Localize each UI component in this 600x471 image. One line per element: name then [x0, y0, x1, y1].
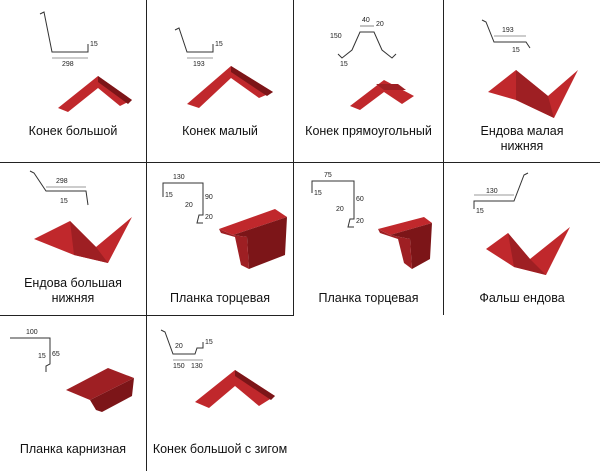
- dim-label: 15: [90, 41, 98, 48]
- dim-label: 15: [165, 192, 173, 199]
- product-render: [219, 209, 287, 235]
- dim-label: 15: [205, 339, 213, 346]
- profile-drawing: 15 298: [39, 11, 132, 112]
- dim-label: 150: [173, 363, 185, 370]
- product-render: [195, 370, 275, 408]
- profile-drawing: 15 193: [174, 27, 273, 108]
- grid-line: [146, 315, 147, 471]
- profile-drawing: 40 20 150 15: [330, 17, 414, 110]
- product-caption: Ендова малая нижняя: [444, 124, 600, 154]
- cell-falsh-endova: 130 15 Фальш ендова: [444, 163, 600, 315]
- dim-label: 130: [191, 363, 203, 370]
- cell-konek-bolshoy-s-zigom: 20 15 150 130 Конек большой с зигом: [147, 316, 293, 471]
- dim-label: 15: [215, 41, 223, 48]
- cell-endova-bolshaya: 298 15 Ендова большая нижняя: [0, 163, 146, 315]
- grid-line: [293, 0, 294, 315]
- dim-label: 15: [38, 353, 46, 360]
- product-render: [66, 368, 134, 400]
- grid-line: [146, 0, 147, 315]
- dim-label: 75: [324, 172, 332, 179]
- product-caption: Планка карнизная: [19, 442, 127, 456]
- dim-label: 90: [205, 194, 213, 201]
- dim-label: 130: [173, 174, 185, 181]
- product-caption: Конек малый: [182, 124, 258, 138]
- dim-label: 20: [336, 206, 344, 213]
- cell-planka-karniznaya: 100 15 65 Планка карнизная: [0, 316, 146, 471]
- dim-label: 193: [502, 27, 514, 34]
- product-caption: Конек прямоугольный: [305, 124, 432, 138]
- dim-label: 15: [340, 61, 348, 68]
- product-render: [58, 76, 132, 112]
- dim-label: 298: [62, 61, 74, 68]
- dim-label: 20: [185, 202, 193, 209]
- dim-label: 20: [376, 21, 384, 28]
- grid-line: [443, 0, 444, 315]
- dim-label: 40: [362, 17, 370, 24]
- profile-drawing: 75 15 60 20 20: [311, 172, 432, 269]
- dim-label: 20: [205, 214, 213, 221]
- profile-drawing: 20 15 150 130: [160, 329, 275, 408]
- caption-line: нижняя: [500, 139, 544, 153]
- profile-drawing: 130 15: [473, 172, 570, 275]
- dim-label: 130: [486, 188, 498, 195]
- product-caption: Фальш ендова: [479, 291, 565, 305]
- cell-planka-tortsevaya-1: 130 15 90 20 20 Планка торцевая: [147, 163, 293, 315]
- dim-label: 100: [26, 329, 38, 336]
- dim-label: 20: [356, 218, 364, 225]
- profile-drawing: 100 15 65: [10, 329, 134, 412]
- cell-planka-tortsevaya-2: 75 15 60 20 20 Планка торцевая: [294, 163, 443, 315]
- product-caption: Ендова большая нижняя: [0, 276, 146, 306]
- dim-label: 150: [330, 33, 342, 40]
- product-render: [378, 217, 432, 235]
- dim-label: 15: [314, 190, 322, 197]
- caption-line: Ендова малая: [480, 124, 564, 138]
- dim-label: 193: [193, 61, 205, 68]
- product-caption: Конек большой с зигом: [152, 442, 288, 456]
- cell-konek-pryamougolnyy: 40 20 150 15 Конек прямоугольный: [294, 0, 443, 162]
- caption-line: нижняя: [51, 291, 95, 305]
- cell-endova-malaya: 193 15 Ендова малая нижняя: [444, 0, 600, 162]
- cell-konek-malyy: 15 193 Конек малый: [147, 0, 293, 162]
- dim-label: 298: [56, 178, 68, 185]
- dim-label: 60: [356, 196, 364, 203]
- product-render: [486, 227, 570, 275]
- product-caption: Конек большой: [28, 124, 118, 138]
- grid-line: [0, 162, 600, 163]
- caption-line: Ендова большая: [24, 276, 122, 290]
- dim-label: 20: [175, 343, 183, 350]
- profile-drawing: 193 15: [481, 19, 578, 118]
- product-caption: Планка торцевая: [170, 291, 270, 305]
- profile-drawing: 298 15: [29, 170, 132, 263]
- dim-label: 15: [476, 208, 484, 215]
- product-render: [187, 66, 273, 108]
- profile-drawing: 130 15 90 20 20: [162, 174, 287, 269]
- dim-label: 15: [512, 47, 520, 54]
- grid-line: [0, 315, 294, 316]
- dim-label: 15: [60, 198, 68, 205]
- cell-konek-bolshoy: 15 298 Конек большой: [0, 0, 146, 162]
- dim-label: 65: [52, 351, 60, 358]
- product-caption: Планка торцевая: [318, 291, 419, 305]
